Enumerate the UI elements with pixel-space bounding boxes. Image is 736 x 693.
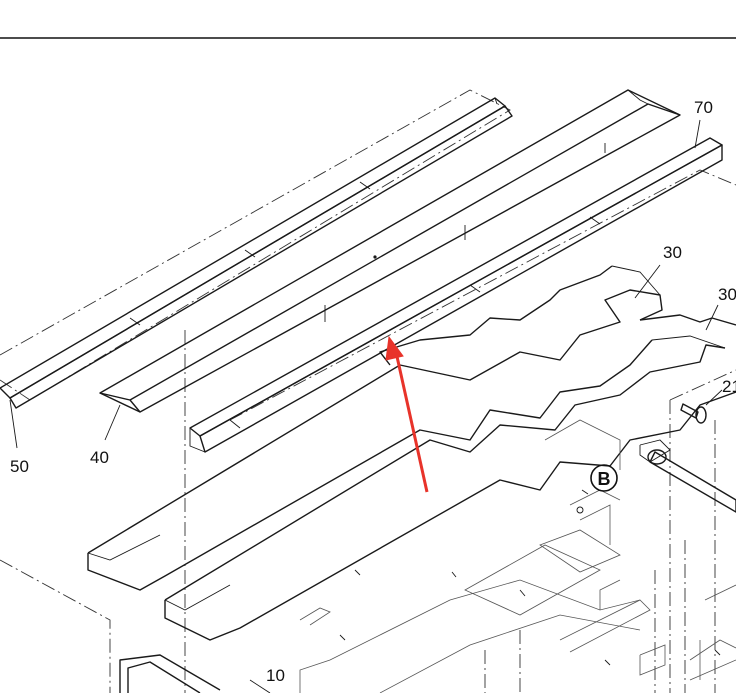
part-70-angle [189, 137, 723, 453]
part-label-50: 50 [10, 457, 29, 476]
detail-b-marker: B [590, 464, 618, 492]
shaft-assembly [639, 439, 736, 513]
part-label-10: 10 [266, 666, 285, 685]
part-label-70: 70 [694, 98, 713, 117]
part-label-30-upper: 30 [663, 243, 682, 262]
screw-icon [680, 403, 707, 424]
centerlines [0, 89, 736, 693]
part-30-plate-upper [87, 265, 663, 591]
part-label-30-lower: 30 [718, 285, 736, 304]
part-40-channel [99, 89, 681, 413]
fastener-marks [339, 489, 721, 666]
leader-lines [9, 119, 723, 693]
red-annotation-arrow [385, 335, 429, 493]
part-label-21: 21 [722, 377, 736, 396]
part-number-labels: 70 30 30 21 50 40 10 [10, 98, 736, 685]
part-30-plate-lower [164, 314, 736, 641]
part-10-base-frame [119, 419, 736, 693]
part-label-40: 40 [90, 448, 109, 467]
detail-b-label: B [598, 469, 611, 489]
part-50-rail [0, 97, 513, 409]
